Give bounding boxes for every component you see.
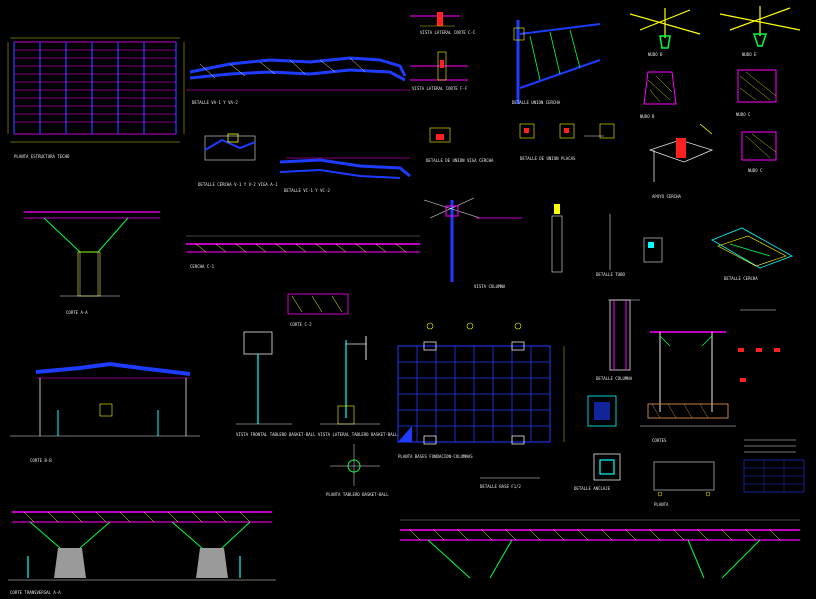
foundation-grid: PLANTA BASES FUNDACION-COLUMNAS bbox=[397, 322, 565, 459]
cercha-c1-caption: CERCHA C-1 bbox=[190, 264, 215, 269]
detalle-col-caption: DETALLE COLUMNA bbox=[596, 376, 633, 381]
frontal-caption: VISTA FRONTAL TABLERO BASKET-BALL bbox=[236, 432, 316, 437]
union-caption: DETALLE UNION CERCHA bbox=[512, 100, 561, 105]
planta-caption: PLANTA bbox=[654, 502, 669, 507]
detail-tube: DETALLE TUBO bbox=[551, 204, 663, 277]
column-details: DETALLE COLUMNA DETALLE ANCLAJE bbox=[574, 299, 633, 491]
cercha-v1-caption: DETALLE CERCHA V-1 Y V-2 VIGA A-1 bbox=[198, 182, 278, 187]
base-caption: DETALLE BASE F1/2 bbox=[480, 484, 522, 489]
union-viga-caption: DETALLE DE UNION VIGA CERCHA bbox=[426, 158, 494, 163]
view-cc: VISTA LATERAL CORTE C-C bbox=[410, 12, 476, 35]
nudo-small: NUDO C bbox=[741, 131, 777, 173]
nudo-d: NUDO D bbox=[629, 8, 701, 57]
view-ff-caption: VISTA LATERAL CORTE F-F bbox=[412, 86, 468, 91]
nudo-b: NUDO B bbox=[640, 71, 677, 119]
cercha-detail-caption: DETALLE CERCHA bbox=[724, 276, 758, 281]
roof-structure-plan: PLANTA ESTRUCTURA TECHO bbox=[7, 37, 185, 159]
nudo-c-caption: NUDO C bbox=[736, 112, 751, 117]
nudo-e-caption: NUDO E bbox=[742, 52, 757, 57]
foundation-caption: PLANTA BASES FUNDACION-COLUMNAS bbox=[398, 454, 473, 459]
nudo-c: NUDO C bbox=[736, 69, 777, 117]
section-aa-caption: CORTE A-A bbox=[66, 310, 88, 315]
view-column: VISTA COLUMNA bbox=[423, 197, 522, 289]
nudo-d-caption: NUDO D bbox=[648, 52, 663, 57]
elevation-bb-caption: CORTE B-B bbox=[30, 458, 52, 463]
basket-frontal: VISTA FRONTAL TABLERO BASKET-BALL bbox=[236, 331, 316, 437]
notes-table bbox=[738, 348, 805, 493]
annotation-marks bbox=[584, 135, 796, 453]
apoyo-cercha: APOYO CERCHA bbox=[648, 123, 714, 199]
detail-cercha-iso: DETALLE CERCHA bbox=[711, 227, 793, 281]
planta-small: PLANTA bbox=[653, 461, 715, 507]
view-ff: VISTA LATERAL CORTE F-F bbox=[410, 51, 468, 91]
truss-va-detail: DETALLE VA-1 Y VA-2 bbox=[186, 56, 410, 105]
roof-plan-caption: PLANTA ESTRUCTURA TECHO bbox=[14, 154, 70, 159]
planta-tablero-caption: PLANTA TABLERO BASKET-BALL bbox=[326, 492, 389, 497]
basket-planta: PLANTA TABLERO BASKET-BALL bbox=[326, 444, 389, 497]
lateral-caption: VISTA LATERAL TABLERO BASKET-BALL bbox=[318, 432, 398, 437]
cercha-union: DETALLE UNION CERCHA bbox=[512, 20, 601, 105]
cortes-caption: CORTES bbox=[652, 438, 667, 443]
bottom-truss bbox=[400, 519, 800, 579]
union-pp-caption: DETALLE DE UNION PLACAS bbox=[520, 156, 576, 161]
tube-caption: DETALLE TUBO bbox=[596, 272, 625, 277]
basket-lateral: VISTA LATERAL TABLERO BASKET-BALL bbox=[318, 336, 398, 437]
apoyo-caption: APOYO CERCHA bbox=[652, 194, 681, 199]
nudo-small-caption: NUDO C bbox=[748, 168, 763, 173]
cross-section-caption: CORTE TRANSVERSAL A-A bbox=[10, 590, 61, 595]
elevation-bb: CORTE B-B bbox=[10, 361, 200, 463]
corte-c2: CORTE C-2 bbox=[287, 293, 349, 327]
va-caption: DETALLE VA-1 Y VA-2 bbox=[192, 100, 238, 105]
detail-union-viga: DETALLE DE UNION VIGA CERCHA bbox=[426, 127, 494, 163]
section-aa: CORTE A-A bbox=[24, 211, 160, 315]
detail-cercha-v1: DETALLE CERCHA V-1 Y V-2 VIGA A-1 bbox=[198, 133, 278, 187]
cercha-c1: CERCHA C-1 bbox=[186, 235, 420, 269]
frame-section: CORTES bbox=[640, 331, 736, 443]
nudo-b-caption: NUDO B bbox=[640, 114, 655, 119]
detail-vc: DETALLE VC-1 Y VC-2 bbox=[279, 157, 411, 193]
detail-base: DETALLE BASE F1/2 bbox=[480, 477, 540, 489]
corte-c2-caption: CORTE C-2 bbox=[290, 322, 312, 327]
view-cc-caption: VISTA LATERAL CORTE C-C bbox=[420, 30, 476, 35]
view-col-caption: VISTA COLUMNA bbox=[474, 284, 506, 289]
cross-section-aa: CORTE TRANSVERSAL A-A bbox=[8, 511, 276, 595]
detail-union-pp: DETALLE DE UNION PLACAS bbox=[519, 123, 615, 161]
nudo-e: NUDO E bbox=[719, 6, 801, 57]
vc-caption: DETALLE VC-1 Y VC-2 bbox=[284, 188, 330, 193]
anclaje-caption: DETALLE ANCLAJE bbox=[574, 486, 611, 491]
